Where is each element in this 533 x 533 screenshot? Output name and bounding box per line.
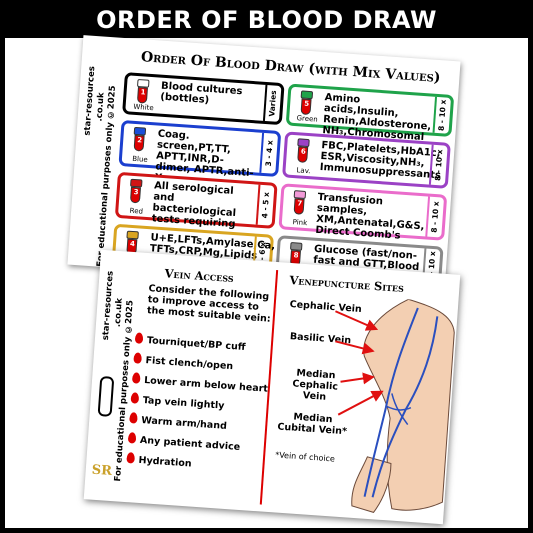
tip-text: Warm arm/hand — [140, 414, 228, 432]
mix-value: Varies — [262, 84, 282, 122]
tube-tests: Blood cultures (bottles) — [159, 80, 243, 107]
tube-number: 7 — [296, 199, 303, 208]
tip-text: Tap vein lightly — [142, 395, 225, 412]
tip-text: Lower arm below heart — [143, 375, 269, 395]
tube-color-name: White — [133, 102, 155, 113]
mix-value-text: 8 - 10 x — [436, 99, 448, 132]
blood-tube-icon: 2 — [127, 126, 151, 158]
tip-text: Tourniquet/BP cuff — [146, 335, 246, 354]
mix-value: 4 - 5 x — [255, 184, 275, 226]
blood-drop-icon — [133, 352, 143, 364]
mix-value-text: Varies — [267, 90, 279, 117]
mix-value-text: 8 - 10 x — [429, 201, 441, 234]
venepuncture-sites-title: Venepuncture Sites — [289, 272, 405, 295]
tube-number: 5 — [303, 99, 310, 108]
vein-access-card: star-resources .co.uk For educational pu… — [83, 249, 461, 525]
tip-text: Fist clench/open — [145, 355, 234, 373]
tube-number: 2 — [137, 136, 143, 145]
blood-tube-icon: 6 — [291, 138, 315, 169]
blood-drop-icon — [126, 452, 136, 464]
vein-of-choice-note: *Vein of choice — [274, 450, 336, 464]
tube-color-name: Blue — [131, 154, 148, 164]
blood-drop-icon — [127, 432, 137, 444]
blood-tube-icon: 3 — [123, 178, 147, 209]
tube-color-name: Lav. — [296, 166, 311, 176]
tube-number: 4 — [129, 239, 136, 249]
tip-text: Any patient advice — [139, 434, 241, 453]
tube-number: 6 — [300, 147, 307, 156]
mix-value-text: 3 - 4 x — [263, 139, 275, 167]
blood-drop-icon — [131, 372, 141, 384]
blood-tube-icon: 7 — [287, 190, 311, 221]
blood-drop-icon — [130, 392, 140, 404]
sr-logo: SR — [91, 462, 113, 480]
tip-item: Tap vein lightly — [130, 392, 225, 412]
tip-item: Tourniquet/BP cuff — [134, 332, 246, 354]
tube-number: 8 — [293, 251, 299, 260]
access-intro: Consider the following to improve access… — [146, 283, 271, 325]
tip-item: Lower arm below heart — [131, 372, 269, 395]
tip-item: Warm arm/hand — [129, 412, 227, 432]
tube-number: 1 — [140, 88, 146, 97]
card-side-text: star-resources .co.uk For educational pu… — [72, 55, 120, 267]
mix-value: 3 - 4 x — [259, 132, 279, 174]
tube-color-name: Red — [129, 206, 144, 216]
vein-access-title: Vein Access — [164, 266, 235, 286]
banner-title: ORDER OF BLOOD DRAW — [96, 6, 437, 34]
tube-tests: Transfusion samples, XM,Antenatal,G&S, D… — [315, 191, 425, 242]
mix-value: 8 - 10 x — [428, 144, 448, 186]
tube-color-name: Pink — [292, 218, 308, 228]
tip-item: Any patient advice — [127, 432, 241, 453]
site-arrows — [335, 310, 384, 416]
mix-value: 8 - 10 x — [425, 196, 445, 238]
mix-value: 8 - 10 x — [432, 96, 451, 134]
tube-color-name: Green — [296, 114, 319, 124]
logo-box — [97, 375, 115, 417]
tip-text: Hydration — [138, 454, 192, 470]
blood-drop-icon — [129, 412, 138, 424]
tip-item: Fist clench/open — [133, 352, 233, 372]
blood-drop-icon — [134, 332, 144, 344]
tip-item: Hydration — [126, 452, 192, 470]
mix-value-text: 4 - 5 x — [260, 191, 271, 219]
mix-value-text: 8 - 10 x — [433, 149, 445, 182]
tube-tests: FBC,Platelets,HbA1c, ESR,Viscosity,NH₃, … — [319, 139, 442, 182]
tube-number: 3 — [133, 187, 139, 197]
